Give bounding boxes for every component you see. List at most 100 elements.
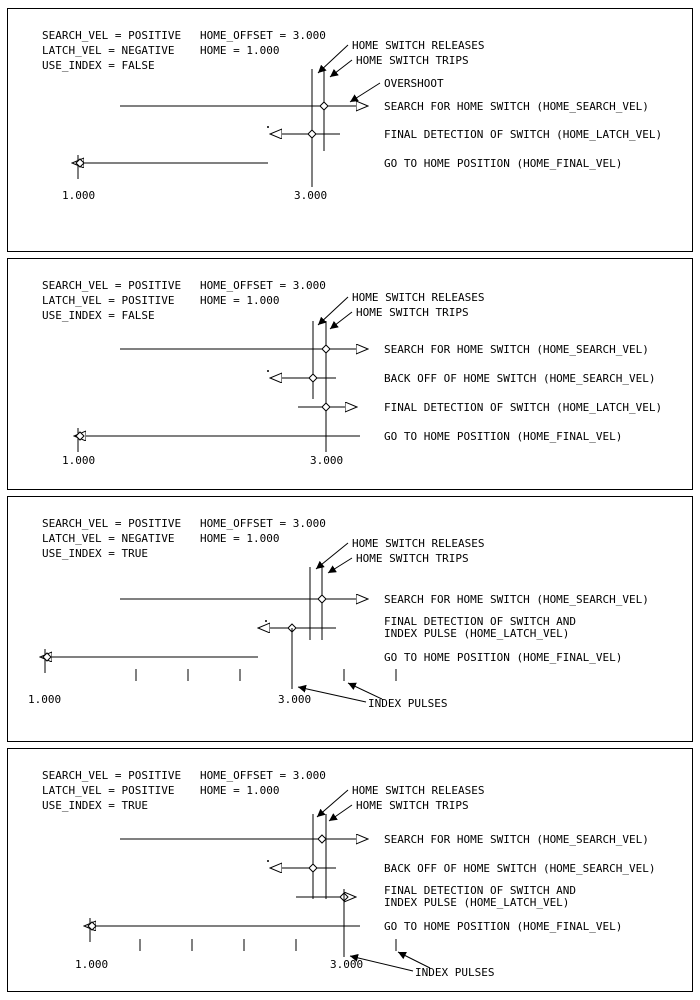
motion-final-detection: FINAL DETECTION OF SWITCH (HOME_LATCH_VE… (267, 126, 662, 141)
overshoot-leader-arrow (349, 82, 381, 103)
home-position-value: 1.000 (62, 189, 95, 202)
home-position-value: 1.000 (28, 693, 61, 706)
index-pulses-leader-arrow-1 (297, 684, 367, 703)
index-pulses-leader-arrow-2 (347, 682, 383, 700)
releases-label: HOME SWITCH RELEASES (352, 784, 484, 797)
index-pulses-callout: INDEX PULSES (297, 682, 447, 710)
callout-home-switch-trips: HOME SWITCH TRIPS (329, 54, 469, 78)
releases-leader-arrow (317, 44, 349, 74)
panel-1-diagram: SEARCH_VEL = POSITIVE HOME_OFFSET = 3.00… (42, 29, 662, 202)
param-home-offset: HOME_OFFSET = 3.000 (200, 517, 326, 530)
param-search-vel: SEARCH_VEL = POSITIVE (42, 517, 181, 530)
overshoot-label: OVERSHOOT (384, 77, 444, 90)
go-home-motion-label: GO TO HOME POSITION (HOME_FINAL_VEL) (384, 920, 622, 933)
param-home: HOME = 1.000 (200, 294, 279, 307)
final-motion-label: FINAL DETECTION OF SWITCH (HOME_LATCH_VE… (384, 401, 662, 414)
switch-release-marker (307, 129, 317, 139)
callout-home-switch-releases: HOME SWITCH RELEASES (317, 291, 484, 326)
search-motion-label: SEARCH FOR HOME SWITCH (HOME_SEARCH_VEL) (384, 833, 649, 846)
panel-2: SEARCH_VEL = POSITIVE HOME_OFFSET = 3.00… (7, 258, 693, 490)
motion-search: SEARCH FOR HOME SWITCH (HOME_SEARCH_VEL) (120, 343, 649, 356)
callout-home-switch-releases: HOME SWITCH RELEASES (316, 784, 484, 818)
switch-trip-marker (317, 834, 327, 844)
motion-back-off: BACK OFF OF HOME SWITCH (HOME_SEARCH_VEL… (267, 860, 656, 875)
final-motion-label-line2: INDEX PULSE (HOME_LATCH_VEL) (384, 896, 569, 909)
param-home-offset: HOME_OFFSET = 3.000 (200, 279, 326, 292)
panel-4-diagram: SEARCH_VEL = POSITIVE HOME_OFFSET = 3.00… (42, 769, 656, 979)
home-marker (75, 431, 85, 441)
releases-leader-arrow (315, 542, 349, 570)
switch-trip-marker (321, 402, 331, 412)
param-home: HOME = 1.000 (200, 532, 279, 545)
index-pulses-label: INDEX PULSES (415, 966, 494, 979)
callout-overshoot: OVERSHOOT (349, 77, 444, 103)
panel-2-switch-lines (312, 321, 327, 452)
back-off-motion-label: BACK OFF OF HOME SWITCH (HOME_SEARCH_VEL… (384, 372, 656, 385)
index-pulse-train (135, 628, 397, 689)
index-pulses-leader-arrow-1 (349, 953, 414, 972)
offset-position-value: 3.000 (278, 693, 311, 706)
panel-2-params: SEARCH_VEL = POSITIVE HOME_OFFSET = 3.00… (42, 279, 326, 322)
callout-home-switch-releases: HOME SWITCH RELEASES (317, 39, 484, 74)
motion-go-home: GO TO HOME POSITION (HOME_FINAL_VEL) (84, 918, 622, 942)
go-home-motion-label: GO TO HOME POSITION (HOME_FINAL_VEL) (384, 157, 622, 170)
home-position-value: 1.000 (75, 958, 108, 971)
motion-back-off: BACK OFF OF HOME SWITCH (HOME_SEARCH_VEL… (267, 370, 656, 385)
panel-2-diagram: SEARCH_VEL = POSITIVE HOME_OFFSET = 3.00… (42, 279, 662, 467)
trips-label: HOME SWITCH TRIPS (356, 552, 469, 565)
final-motion-label-line2: INDEX PULSE (HOME_LATCH_VEL) (384, 627, 569, 640)
trips-leader-arrow (328, 804, 353, 822)
center-dot (265, 620, 267, 622)
final-motion-label-line1: FINAL DETECTION OF SWITCH AND (384, 884, 576, 897)
motion-search: SEARCH FOR HOME SWITCH (HOME_SEARCH_VEL) (120, 833, 649, 846)
home-position-value: 1.000 (62, 454, 95, 467)
callout-home-switch-trips: HOME SWITCH TRIPS (329, 306, 469, 330)
releases-label: HOME SWITCH RELEASES (352, 291, 484, 304)
callout-home-switch-trips: HOME SWITCH TRIPS (328, 799, 469, 822)
param-latch-vel: LATCH_VEL = POSITIVE (42, 784, 174, 797)
panel-1-params: SEARCH_VEL = POSITIVE HOME_OFFSET = 3.00… (42, 29, 326, 72)
motion-go-home: GO TO HOME POSITION (HOME_FINAL_VEL) (40, 649, 622, 673)
releases-leader-arrow (317, 296, 349, 326)
releases-leader-arrow (316, 789, 349, 818)
panel-4-axis-labels: 1.000 3.000 (75, 958, 363, 971)
offset-position-value: 3.000 (294, 189, 327, 202)
trips-label: HOME SWITCH TRIPS (356, 306, 469, 319)
panel-3-diagram: SEARCH_VEL = POSITIVE HOME_OFFSET = 3.00… (28, 517, 649, 710)
motion-final-detection-index: FINAL DETECTION OF SWITCH AND INDEX PULS… (258, 615, 576, 640)
param-use-index: USE_INDEX = TRUE (42, 799, 148, 812)
panel-4-switch-lines (312, 814, 327, 899)
param-home: HOME = 1.000 (200, 44, 279, 57)
panel-2-axis-labels: 1.000 3.000 (62, 454, 343, 467)
switch-trip-marker (321, 344, 331, 354)
final-motion-label: FINAL DETECTION OF SWITCH (HOME_LATCH_VE… (384, 128, 662, 141)
search-motion-label: SEARCH FOR HOME SWITCH (HOME_SEARCH_VEL) (384, 343, 649, 356)
center-dot (267, 860, 269, 862)
trips-leader-arrow (329, 59, 353, 78)
param-use-index: USE_INDEX = FALSE (42, 309, 155, 322)
param-home-offset: HOME_OFFSET = 3.000 (200, 769, 326, 782)
releases-label: HOME SWITCH RELEASES (352, 39, 484, 52)
center-dot (267, 126, 269, 128)
offset-position-value: 3.000 (330, 958, 363, 971)
motion-go-home: GO TO HOME POSITION (HOME_FINAL_VEL) (72, 155, 622, 179)
motion-search: SEARCH FOR HOME SWITCH (HOME_SEARCH_VEL) (120, 593, 649, 606)
motion-go-home: GO TO HOME POSITION (HOME_FINAL_VEL) (74, 428, 622, 452)
go-home-motion-label: GO TO HOME POSITION (HOME_FINAL_VEL) (384, 651, 622, 664)
motion-search: SEARCH FOR HOME SWITCH (HOME_SEARCH_VEL) (120, 100, 649, 113)
panel-4: SEARCH_VEL = POSITIVE HOME_OFFSET = 3.00… (7, 748, 693, 992)
trips-label: HOME SWITCH TRIPS (356, 799, 469, 812)
switch-release-marker (308, 373, 318, 383)
offset-position-value: 3.000 (310, 454, 343, 467)
final-motion-label-line1: FINAL DETECTION OF SWITCH AND (384, 615, 576, 628)
search-motion-label: SEARCH FOR HOME SWITCH (HOME_SEARCH_VEL) (384, 593, 649, 606)
trips-label: HOME SWITCH TRIPS (356, 54, 469, 67)
go-home-motion-label: GO TO HOME POSITION (HOME_FINAL_VEL) (384, 430, 622, 443)
callout-home-switch-trips: HOME SWITCH TRIPS (327, 552, 469, 574)
param-use-index: USE_INDEX = TRUE (42, 547, 148, 560)
param-home: HOME = 1.000 (200, 784, 279, 797)
param-search-vel: SEARCH_VEL = POSITIVE (42, 769, 181, 782)
switch-release-marker (308, 863, 318, 873)
panel-1-axis-labels: 1.000 3.000 (62, 189, 327, 202)
motion-final-detection: FINAL DETECTION OF SWITCH (HOME_LATCH_VE… (298, 401, 662, 414)
